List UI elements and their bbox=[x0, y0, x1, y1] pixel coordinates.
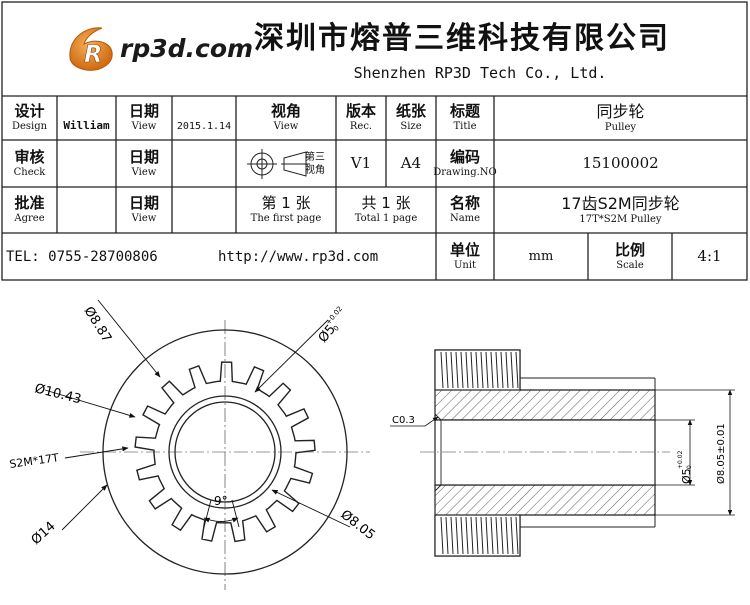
tooth-line bbox=[505, 351, 509, 389]
projection-symbol: 第三视角 bbox=[236, 140, 336, 187]
projection-label: 第三视角 bbox=[305, 151, 325, 176]
tooth-line bbox=[495, 516, 499, 555]
dim-outer-diameter: Ø14 bbox=[29, 519, 59, 548]
tooth-line bbox=[490, 351, 494, 389]
tooth-line bbox=[480, 351, 484, 389]
tooth-line bbox=[445, 351, 449, 389]
tooth-lines-lower bbox=[440, 516, 519, 555]
scale-value: 4:1 bbox=[697, 247, 722, 265]
rev-value: V1 bbox=[350, 154, 372, 172]
tooth-line bbox=[455, 351, 459, 389]
tooth-line bbox=[490, 516, 494, 555]
tooth-line bbox=[510, 516, 514, 555]
tooth-line bbox=[470, 516, 474, 555]
bore-cavity bbox=[434, 419, 656, 486]
company-name-cn: 深圳市熔普三维科技有限公司 bbox=[254, 21, 670, 56]
tooth-lines-upper bbox=[440, 351, 519, 389]
section-bore-tol-lower: 0 bbox=[686, 465, 693, 469]
section-view: C0.3 Ø5 +0.02 0 Ø8.05±0.01 bbox=[390, 349, 735, 557]
design-value: William bbox=[63, 118, 110, 132]
tooth-line bbox=[440, 351, 444, 389]
website-url: http://www.rp3d.com bbox=[218, 248, 379, 265]
tooth-line bbox=[460, 516, 464, 555]
logo-text: rp3d.com bbox=[120, 33, 254, 63]
tooth-line bbox=[500, 351, 504, 389]
third-angle-projection-icon bbox=[247, 148, 310, 179]
tooth-line bbox=[475, 516, 479, 555]
tooth-line bbox=[505, 516, 509, 555]
tooth-line bbox=[470, 351, 474, 389]
date-value-1: 2015.1.14 bbox=[176, 121, 232, 132]
tooth-line bbox=[440, 516, 444, 555]
dim-bore-tol-upper: +0.02 bbox=[324, 305, 344, 327]
tooth-line bbox=[510, 351, 514, 389]
tooth-line bbox=[480, 516, 484, 555]
unit-value: mm bbox=[528, 249, 554, 264]
dim-angle: 9° bbox=[214, 494, 228, 508]
tooth-line bbox=[485, 516, 489, 555]
dim-tip-diameter: Ø8.87 bbox=[81, 304, 114, 345]
drawing-no-value: 15100002 bbox=[582, 154, 659, 172]
tooth-line bbox=[465, 351, 469, 389]
dim-flange-od: Ø10.43 bbox=[33, 381, 83, 407]
chamfer-label: C0.3 bbox=[392, 415, 415, 426]
section-bore-tol-upper: +0.02 bbox=[677, 450, 684, 469]
logo-letter: R bbox=[84, 40, 102, 68]
section-bore-diameter: Ø5 bbox=[680, 468, 693, 484]
tooth-line bbox=[450, 516, 454, 555]
section-hub-diameter: Ø8.05±0.01 bbox=[715, 423, 727, 484]
telephone: TEL: 0755-28700806 bbox=[6, 248, 158, 265]
company-name-en: Shenzhen RP3D Tech Co., Ltd. bbox=[353, 63, 607, 82]
gear-teeth-outline bbox=[134, 361, 316, 543]
tooth-line bbox=[475, 351, 479, 389]
tooth-line bbox=[465, 516, 469, 555]
tooth-line bbox=[515, 351, 519, 389]
tooth-line bbox=[515, 516, 519, 555]
tooth-line bbox=[445, 516, 449, 555]
size-value: A4 bbox=[400, 154, 422, 172]
tooth-spec: S2M*17T bbox=[9, 451, 60, 471]
tooth-line bbox=[455, 516, 459, 555]
logo-emblem-icon: R bbox=[69, 27, 113, 71]
tooth-line bbox=[460, 351, 464, 389]
logo: R rp3d.com bbox=[62, 20, 262, 76]
tooth-line bbox=[485, 351, 489, 389]
tooth-line bbox=[495, 351, 499, 389]
dim-root-diameter: Ø8.05 bbox=[338, 507, 378, 543]
tooth-line bbox=[500, 516, 504, 555]
tooth-line bbox=[450, 351, 454, 389]
front-view: Ø8.87 Ø5 +0.02 0 Ø10.43 S2M*17T 9° Ø14 Ø… bbox=[9, 299, 378, 590]
dim-bore-tol-lower: 0 bbox=[332, 324, 341, 333]
